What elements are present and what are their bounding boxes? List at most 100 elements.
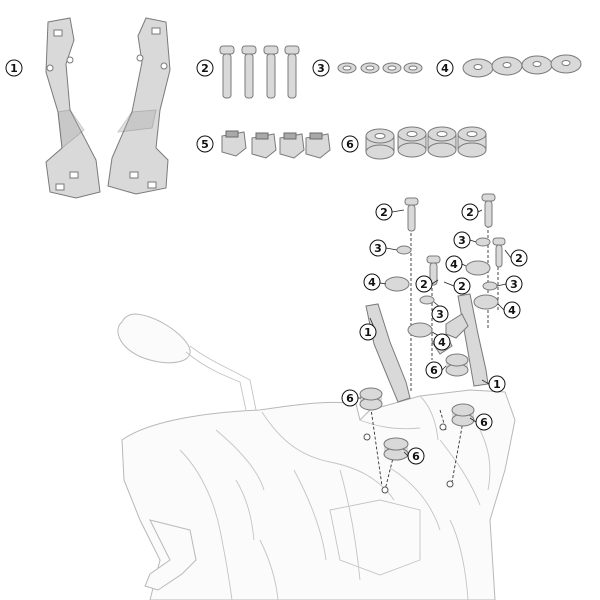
svg-text:4: 4 [508, 304, 516, 317]
flat-washer-icon [521, 55, 553, 75]
spacer-icon [365, 128, 395, 160]
svg-text:6: 6 [346, 392, 354, 405]
spacer-icon [445, 353, 469, 377]
svg-text:6: 6 [480, 416, 488, 429]
screw-icon [404, 197, 419, 232]
callout-4: 4 [431, 331, 451, 351]
svg-text:6: 6 [346, 138, 354, 151]
screw-icon [263, 45, 279, 99]
svg-text:3: 3 [510, 278, 518, 291]
split-washer-icon [403, 62, 423, 74]
flat-washer-icon [491, 56, 523, 76]
spacer-icon [397, 126, 427, 158]
part-1-brackets [45, 17, 171, 199]
split-washer-icon [419, 295, 435, 305]
svg-text:4: 4 [368, 276, 376, 289]
screw-icon [284, 45, 300, 99]
svg-text:1: 1 [364, 326, 372, 339]
svg-text:6: 6 [412, 450, 420, 463]
split-washer-icon [482, 281, 498, 291]
callout-2: 2 [415, 275, 439, 293]
callout-6: 6 [425, 361, 447, 379]
part-5-cage-nuts [221, 130, 331, 159]
callout-1: 1 [5, 59, 23, 77]
callout-6: 6 [469, 413, 493, 431]
part-3-split-washers [337, 62, 423, 74]
svg-text:3: 3 [436, 308, 444, 321]
fairing [121, 389, 516, 600]
left-bracket [45, 17, 101, 199]
svg-text:6: 6 [430, 364, 438, 377]
callout-3: 3 [369, 239, 398, 257]
spacer-icon [383, 437, 409, 461]
split-washer-icon [360, 62, 380, 74]
svg-text:3: 3 [317, 62, 325, 75]
callout-6: 6 [341, 135, 359, 153]
callout-4: 4 [497, 301, 521, 319]
flat-washer-icon [550, 54, 582, 74]
svg-text:4: 4 [441, 62, 449, 75]
flat-washer-icon [384, 276, 410, 292]
screw-icon [492, 237, 506, 268]
svg-text:4: 4 [450, 258, 458, 271]
split-washer-icon [475, 237, 491, 247]
callout-3: 3 [496, 275, 523, 293]
split-washer-icon [337, 62, 357, 74]
callout-1: 1 [359, 317, 377, 341]
svg-text:2: 2 [515, 252, 523, 265]
mirror [117, 313, 191, 364]
cage-nut-icon [279, 132, 305, 159]
svg-text:2: 2 [201, 62, 209, 75]
screw-icon [481, 193, 496, 228]
cage-nut-icon [251, 132, 277, 159]
screw-icon [241, 45, 257, 99]
legend-callouts: 1 2 3 4 5 6 [5, 59, 454, 153]
assembly-callouts: 2 3 4 1 6 2 3 4 2 3 4 2 2 3 4 6 1 6 6 [341, 203, 528, 465]
callout-3: 3 [431, 301, 449, 323]
svg-text:4: 4 [438, 336, 446, 349]
flat-washer-icon [465, 260, 491, 276]
installed-left-bracket [365, 303, 411, 403]
svg-text:2: 2 [458, 280, 466, 293]
callout-2: 2 [196, 59, 214, 77]
svg-text:2: 2 [420, 278, 428, 291]
callout-6: 6 [341, 389, 361, 407]
motorcycle-outline [117, 313, 516, 600]
screw-icon [219, 45, 235, 99]
svg-text:5: 5 [201, 138, 209, 151]
split-washer-icon [396, 245, 412, 255]
svg-text:2: 2 [466, 206, 474, 219]
svg-text:3: 3 [374, 242, 382, 255]
cage-nut-icon [221, 130, 247, 157]
spacer-icon [457, 126, 487, 158]
callout-6: 6 [403, 447, 425, 465]
screw-icon [426, 255, 441, 286]
svg-text:2: 2 [380, 206, 388, 219]
callout-5: 5 [196, 135, 214, 153]
spacer-icon [427, 126, 457, 158]
callout-4: 4 [445, 255, 467, 273]
part-2-screws [219, 45, 300, 99]
right-bracket [107, 17, 171, 195]
part-6-spacers [365, 126, 487, 160]
callout-2: 2 [375, 203, 405, 221]
svg-text:3: 3 [458, 234, 466, 247]
left-bracket-fold [57, 109, 85, 149]
callout-2: 2 [461, 203, 483, 221]
cage-nut-icon [445, 313, 469, 339]
callout-4: 4 [363, 273, 387, 291]
callout-3: 3 [453, 231, 477, 249]
callout-1: 1 [481, 375, 506, 393]
cage-nut-icon [305, 132, 331, 159]
flat-washer-icon [462, 58, 494, 78]
svg-text:1: 1 [10, 62, 18, 75]
flat-washer-icon [407, 322, 433, 338]
spacer-icon [451, 403, 475, 427]
svg-text:1: 1 [493, 378, 501, 391]
callout-2: 2 [443, 277, 471, 295]
callout-2: 2 [504, 249, 528, 267]
flat-washer-icon [473, 294, 499, 310]
split-washer-icon [382, 62, 402, 74]
spacer-icon [359, 387, 383, 411]
